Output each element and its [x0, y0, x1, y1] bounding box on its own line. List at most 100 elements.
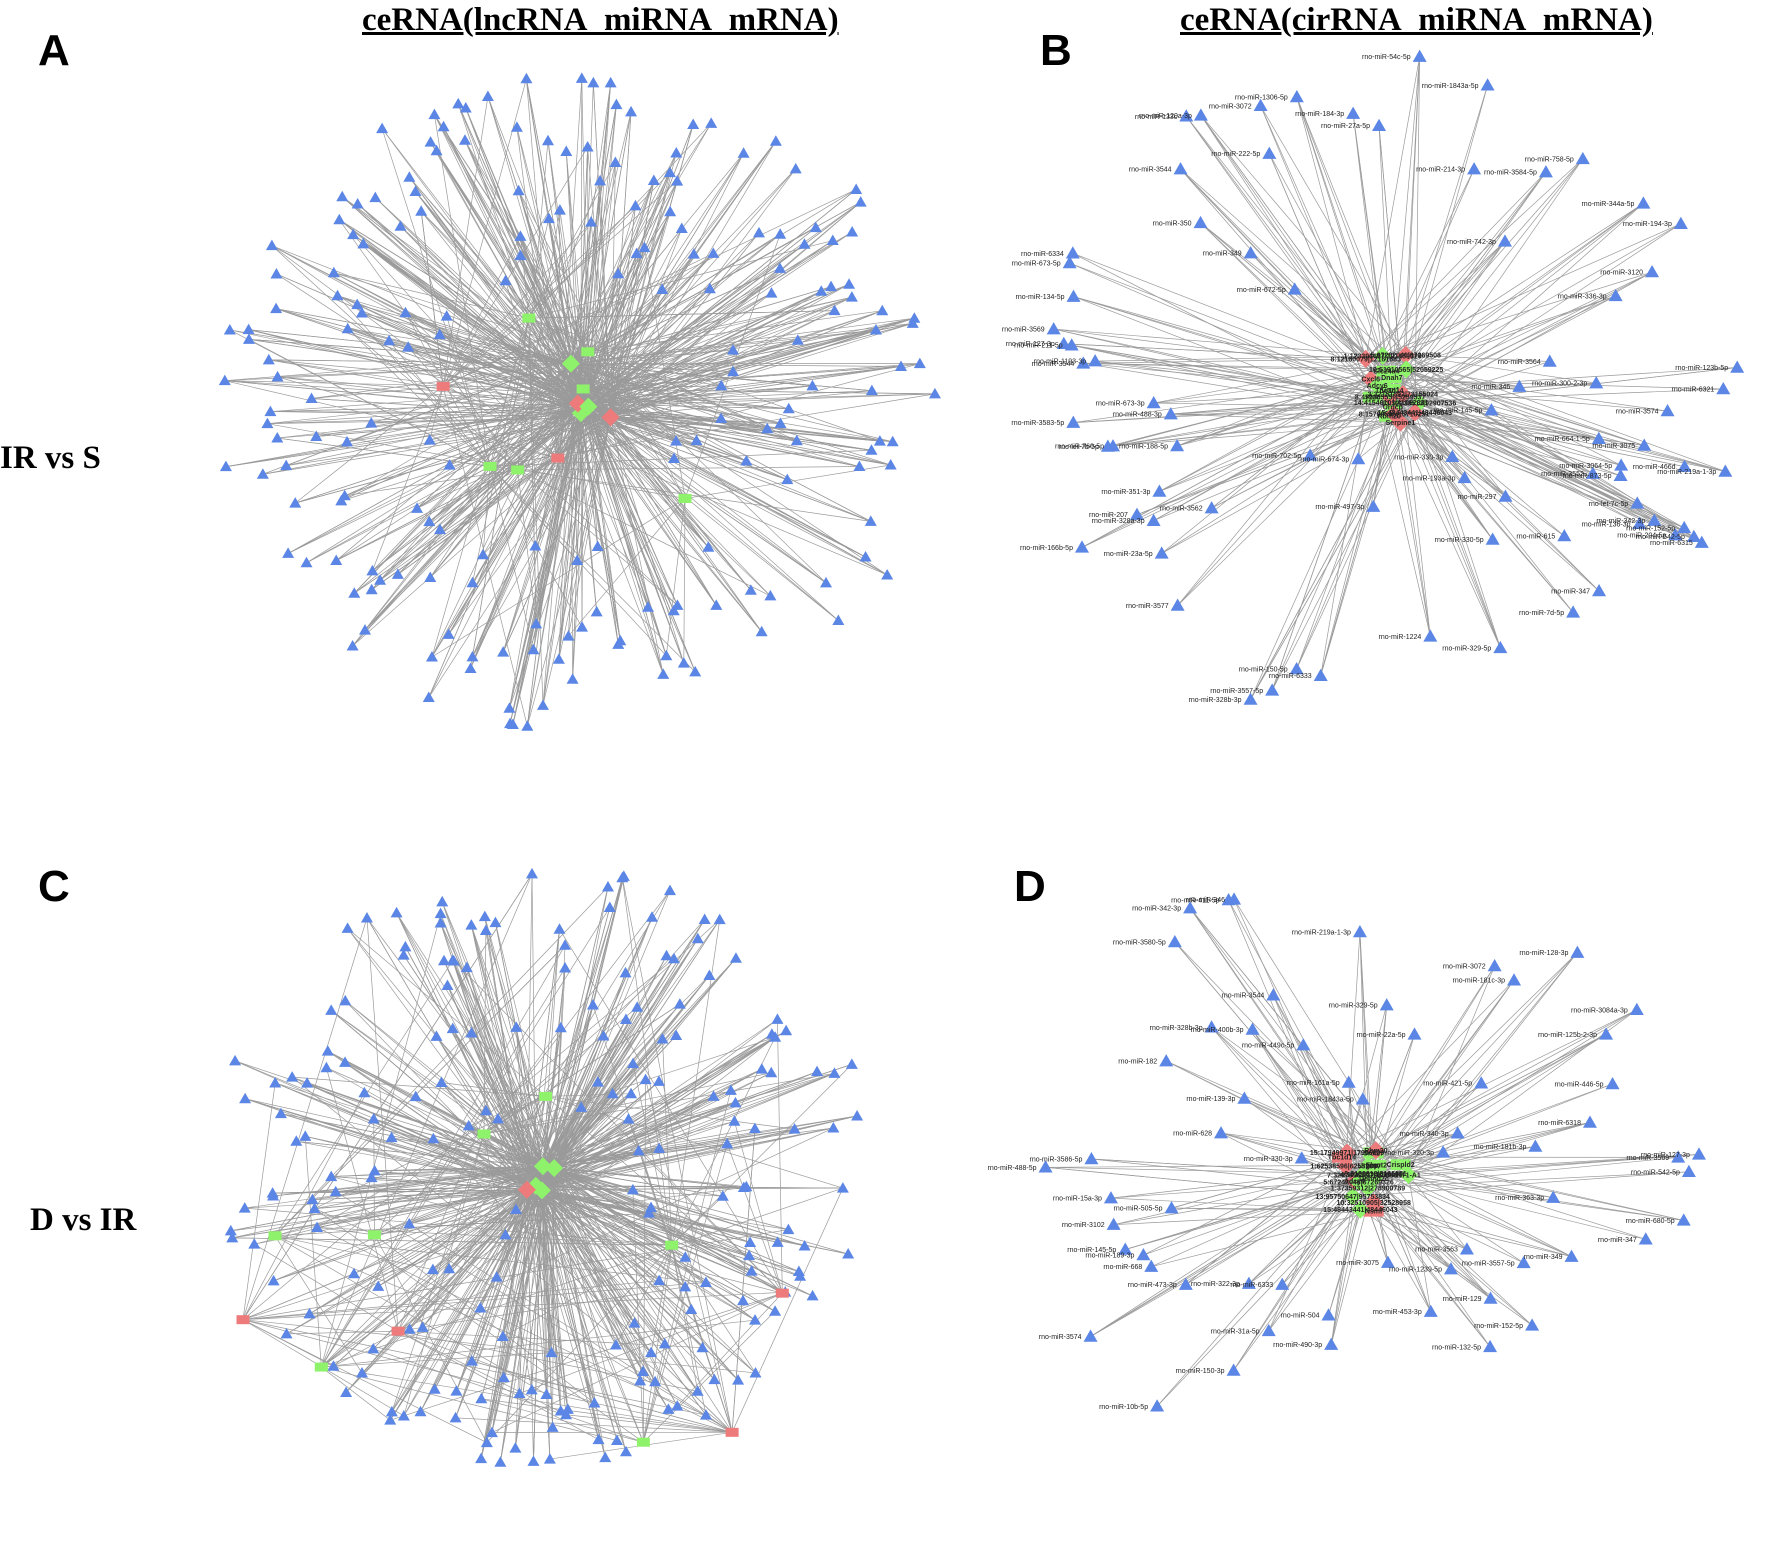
mirna-node	[765, 1066, 778, 1078]
mirna-node	[424, 571, 437, 582]
network-edge	[381, 128, 589, 407]
network-edge	[1389, 223, 1682, 392]
mirna-node	[575, 72, 588, 83]
network-edge	[1053, 328, 1393, 408]
mirna-node	[1647, 513, 1662, 526]
network-edge	[431, 406, 589, 658]
network-edge	[588, 180, 601, 407]
panel-label-a: A	[38, 26, 70, 75]
network-edge	[542, 1165, 813, 1297]
network-edge	[1345, 931, 1361, 1167]
network-edge	[1365, 158, 1584, 360]
mirna-node	[1498, 489, 1513, 502]
mirna-node	[588, 1396, 601, 1408]
network-edge	[542, 1166, 553, 1428]
mirna-label: rno-miR-3569	[1626, 1155, 1669, 1162]
network-edge	[429, 403, 579, 522]
mirna-label: rno-miR-297	[1458, 494, 1497, 501]
network-edge	[777, 1019, 783, 1294]
network-edge	[1053, 328, 1387, 372]
network-edge	[731, 1128, 756, 1433]
network-edge	[409, 1189, 528, 1330]
mirna-node	[311, 1221, 324, 1232]
mirna-node	[1193, 108, 1208, 121]
gene-node	[511, 465, 525, 475]
network-edge	[254, 1243, 399, 1332]
network-edge	[531, 1190, 543, 1390]
mirna-node	[452, 97, 465, 109]
network-edge	[1373, 1009, 1638, 1203]
mirna-node	[794, 1270, 807, 1281]
network-edge	[1386, 203, 1644, 372]
mirna-node	[1076, 356, 1091, 369]
network-edge	[316, 412, 581, 437]
network-edge	[397, 1110, 487, 1332]
network-edge	[580, 180, 655, 414]
mirna-label: rno-miR-400b-3p	[1191, 1027, 1244, 1034]
network-edge	[559, 210, 589, 407]
mirna-label: rno-miR-133c	[1135, 114, 1178, 121]
network-edge	[1153, 390, 1390, 521]
mirna-label: rno-miR-680-5p	[1626, 1218, 1675, 1225]
mirna-node	[300, 556, 313, 568]
mirna-label: rno-miR-344a-5p	[1581, 201, 1634, 208]
mirna-label: rno-miR-3569	[1002, 327, 1045, 334]
mirna-label: rno-miR-3075	[1592, 443, 1635, 450]
mirna-node	[771, 1013, 784, 1024]
network-edge	[643, 1343, 666, 1443]
network-edge	[1113, 1210, 1374, 1226]
mirna-node	[864, 515, 877, 526]
network-edge	[1073, 296, 1420, 404]
network-edge	[520, 236, 611, 418]
network-edge	[1389, 397, 1431, 637]
gene-label: 7:32979163|32983696	[1327, 1173, 1398, 1180]
gene-label: Dnah7	[1381, 375, 1403, 382]
mirna-node	[360, 911, 373, 923]
network-edge	[1083, 358, 1366, 364]
network-edge	[1390, 241, 1506, 403]
mirna-node	[282, 547, 295, 558]
network-edge	[442, 146, 588, 387]
mirna-node	[1380, 1255, 1395, 1268]
network-edge	[276, 273, 559, 459]
network-edge	[610, 323, 913, 418]
mirna-label: rno-miR-673-3p	[1096, 401, 1145, 408]
gene-label: Adcy9	[1344, 1179, 1365, 1186]
mirna-label: rno-miR-219a-1-3p	[1657, 469, 1716, 476]
network-edge	[542, 886, 609, 1167]
mirna-node	[1083, 1329, 1098, 1342]
network-edge	[396, 912, 528, 1190]
mirna-node	[1243, 692, 1258, 705]
gene-label: 1:37359312|278900789	[1331, 1185, 1405, 1192]
network-edge	[1375, 952, 1578, 1151]
mirna-label: rno-miR-446-5p	[1555, 1081, 1604, 1088]
network-edge	[588, 406, 599, 547]
mirna-node	[1062, 256, 1077, 269]
mirna-node	[397, 1409, 410, 1421]
network-edge	[643, 1311, 776, 1443]
network-edge	[400, 226, 582, 414]
network-edge	[248, 339, 491, 467]
network-edge	[515, 1027, 528, 1190]
mirna-node	[424, 136, 437, 147]
network-edge	[526, 1189, 599, 1440]
mirna-node	[699, 1276, 712, 1287]
mirna-node	[409, 1090, 422, 1102]
mirna-node	[1564, 1249, 1579, 1262]
network-edge	[1159, 378, 1371, 492]
mirna-node	[827, 1121, 840, 1133]
network-edge	[731, 1187, 844, 1433]
network-edge	[1370, 168, 1475, 380]
mirna-node	[662, 1403, 675, 1414]
network-edge	[396, 912, 733, 1433]
network-edge	[434, 114, 686, 499]
node-labels: rno-let-7c-5prno-let-7b-5prno-miR-3564rn…	[1002, 54, 1728, 704]
mirna-label: rno-miR-193a-3p	[1403, 475, 1456, 482]
network-edge	[509, 413, 582, 724]
gene-node	[391, 1326, 405, 1336]
gene-node	[1373, 346, 1392, 365]
mirna-node	[845, 291, 858, 302]
network-edge	[671, 1245, 756, 1374]
network-edge	[1389, 203, 1644, 391]
network-edge	[333, 272, 588, 353]
